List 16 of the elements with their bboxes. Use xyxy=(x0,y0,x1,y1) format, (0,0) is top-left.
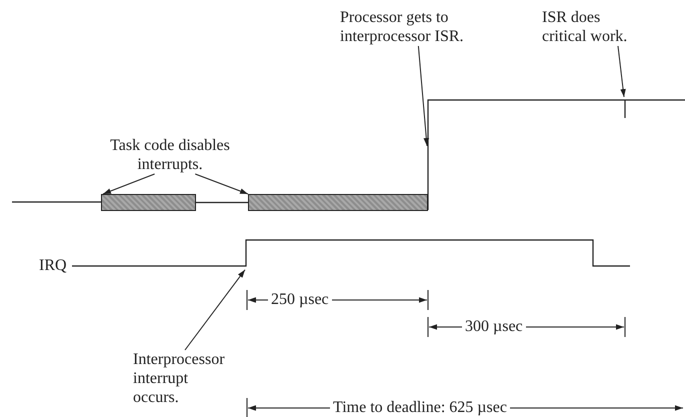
leader-line xyxy=(102,174,156,194)
leader-line xyxy=(418,46,430,146)
duration-label: 250 µsec xyxy=(268,291,332,308)
leader-line xyxy=(194,174,248,194)
signal-line xyxy=(196,202,248,204)
annotation-text: ISR does critical work. xyxy=(542,8,628,46)
shaded-bar xyxy=(248,194,428,211)
annotation-text: Processor gets to interprocessor ISR. xyxy=(340,8,465,46)
leader-line xyxy=(618,46,626,98)
shaded-bar xyxy=(101,194,196,211)
leader-line xyxy=(184,269,246,350)
irq-waveform xyxy=(72,239,630,267)
annotation-text: Task code disables interrupts. xyxy=(109,136,231,174)
annotation-text: Interprocessor interrupt occurs. xyxy=(133,350,226,407)
duration-label: Time to deadline: 625 µsec xyxy=(330,399,510,416)
duration-label: 300 µsec xyxy=(462,318,526,335)
